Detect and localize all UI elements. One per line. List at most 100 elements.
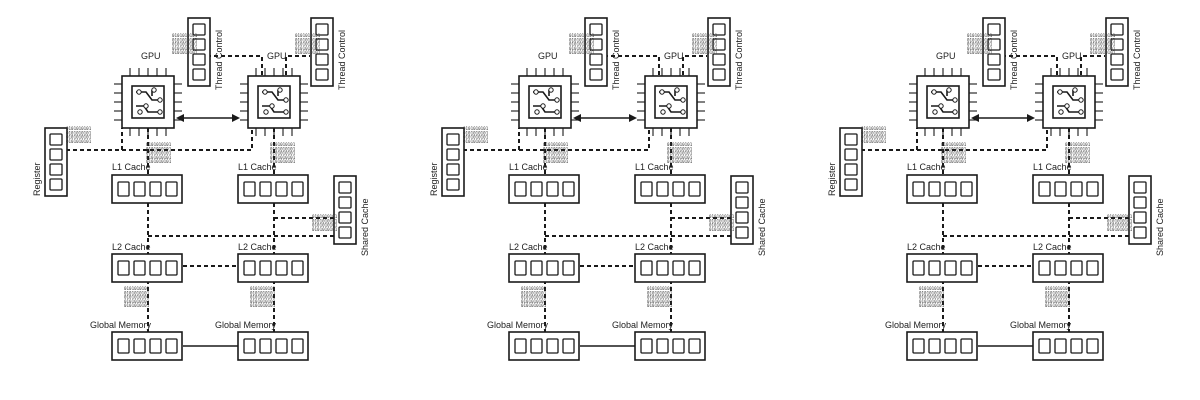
circuit-node [548, 87, 554, 93]
circuit-node [931, 89, 937, 95]
memory-cell [149, 181, 162, 197]
l2-cache-label-right: L2 Cache [635, 242, 674, 252]
memory-cell [1086, 181, 1099, 197]
memory-cell [315, 23, 329, 36]
memory-cell [117, 260, 130, 276]
l2-cache-label-right: L2 Cache [238, 242, 277, 252]
memory-cell [338, 181, 352, 194]
circuit-node [540, 103, 546, 109]
memory-cell [338, 211, 352, 224]
memory-cell [315, 38, 329, 51]
memory-cell [944, 338, 957, 354]
memory-cell [562, 260, 575, 276]
memory-cell [446, 163, 460, 176]
circuit-node [1078, 97, 1084, 103]
circuit-node [932, 109, 938, 115]
bit-row: 0101010101 [967, 50, 993, 55]
memory-cell [117, 181, 130, 197]
memory-cell [640, 181, 653, 197]
circuit-node [660, 109, 666, 115]
global-memory-bank-right [634, 331, 706, 361]
memory-cell [1110, 53, 1124, 66]
memory-cell [1038, 338, 1051, 354]
memory-cell [1054, 260, 1067, 276]
memory-cell [291, 181, 304, 197]
gpu-chip-left [909, 68, 977, 136]
bit-stream-l2-right: 0101010101010101010101010101010101010101… [250, 286, 276, 308]
circuit-node [554, 97, 560, 103]
memory-cell [446, 133, 460, 146]
bit-row: 0101010101 [521, 299, 547, 304]
bit-row: 0101010101 [709, 223, 735, 228]
bit-row: 0101010101 [463, 139, 489, 144]
memory-cell [291, 260, 304, 276]
bit-row: 0101010101 [919, 290, 945, 295]
bit-row: 0101010101 [124, 286, 150, 291]
memory-cell [735, 196, 749, 209]
memory-cell [165, 260, 178, 276]
bit-stream-l2-right: 0101010101010101010101010101010101010101… [647, 286, 673, 308]
bit-row: 0101010101 [124, 299, 150, 304]
circuit-node [137, 109, 143, 115]
memory-cell [944, 181, 957, 197]
register-bank [839, 127, 863, 197]
global-memory-label-left: Global Memory [487, 320, 549, 330]
memory-cell [338, 196, 352, 209]
memory-cell [1070, 338, 1083, 354]
bit-row: 0101010101 [172, 33, 198, 38]
bit-row: 0101010101 [967, 33, 993, 38]
circuit-node [151, 87, 157, 93]
memory-cell [192, 53, 206, 66]
global-memory-bank-right [1032, 331, 1104, 361]
memory-cell [712, 53, 726, 66]
bit-row: 0101010101 [569, 37, 595, 42]
memory-cell [589, 53, 603, 66]
bit-row: 0101010101 [543, 155, 569, 160]
memory-cell [514, 338, 527, 354]
circuit-node [554, 109, 560, 115]
circuit-node [938, 103, 944, 109]
memory-cell [960, 181, 973, 197]
memory-cell [1133, 196, 1147, 209]
l2-cache-label-left: L2 Cache [509, 242, 548, 252]
l2-cache-bank-left [906, 253, 978, 283]
arrowhead-left [971, 114, 979, 122]
bit-row: 0101010101 [66, 135, 92, 140]
thread-control-label-right: Thread Control [337, 30, 347, 90]
memory-cell [546, 181, 559, 197]
memory-cell [735, 181, 749, 194]
gpu-chip-right [1035, 68, 1103, 136]
bit-row: 0101010101 [692, 42, 718, 47]
arrowhead-right [232, 114, 240, 122]
memory-cell [672, 338, 685, 354]
circuit-node [269, 103, 275, 109]
memory-cell [275, 181, 288, 197]
l2-cache-label-right: L2 Cache [1033, 242, 1072, 252]
l1-cache-bank-right [237, 174, 309, 204]
global-memory-bank-right [237, 331, 309, 361]
gpu-chip-left [114, 68, 182, 136]
memory-cell [928, 181, 941, 197]
memory-cell [243, 338, 256, 354]
register-link [1035, 128, 1048, 151]
bit-row: 0101010101 [1090, 46, 1116, 51]
bit-row: 0101010101 [647, 303, 673, 308]
bit-row: 0101010101 [1045, 295, 1071, 300]
arrowhead-right [629, 114, 637, 122]
circuit-node [1057, 89, 1063, 95]
memory-cell [133, 260, 146, 276]
memory-cell [133, 338, 146, 354]
memory-cell [987, 38, 1001, 51]
memory-cell [530, 260, 543, 276]
bit-row: 0101010101 [667, 155, 693, 160]
bit-row: 0101010101 [1045, 299, 1071, 304]
shared-cache-label: Shared Cache [1155, 198, 1165, 256]
l1-cache-bank-right [1032, 174, 1104, 204]
memory-cell [259, 181, 272, 197]
arrowhead-left [573, 114, 581, 122]
memory-cell [149, 260, 162, 276]
memory-cell [928, 260, 941, 276]
